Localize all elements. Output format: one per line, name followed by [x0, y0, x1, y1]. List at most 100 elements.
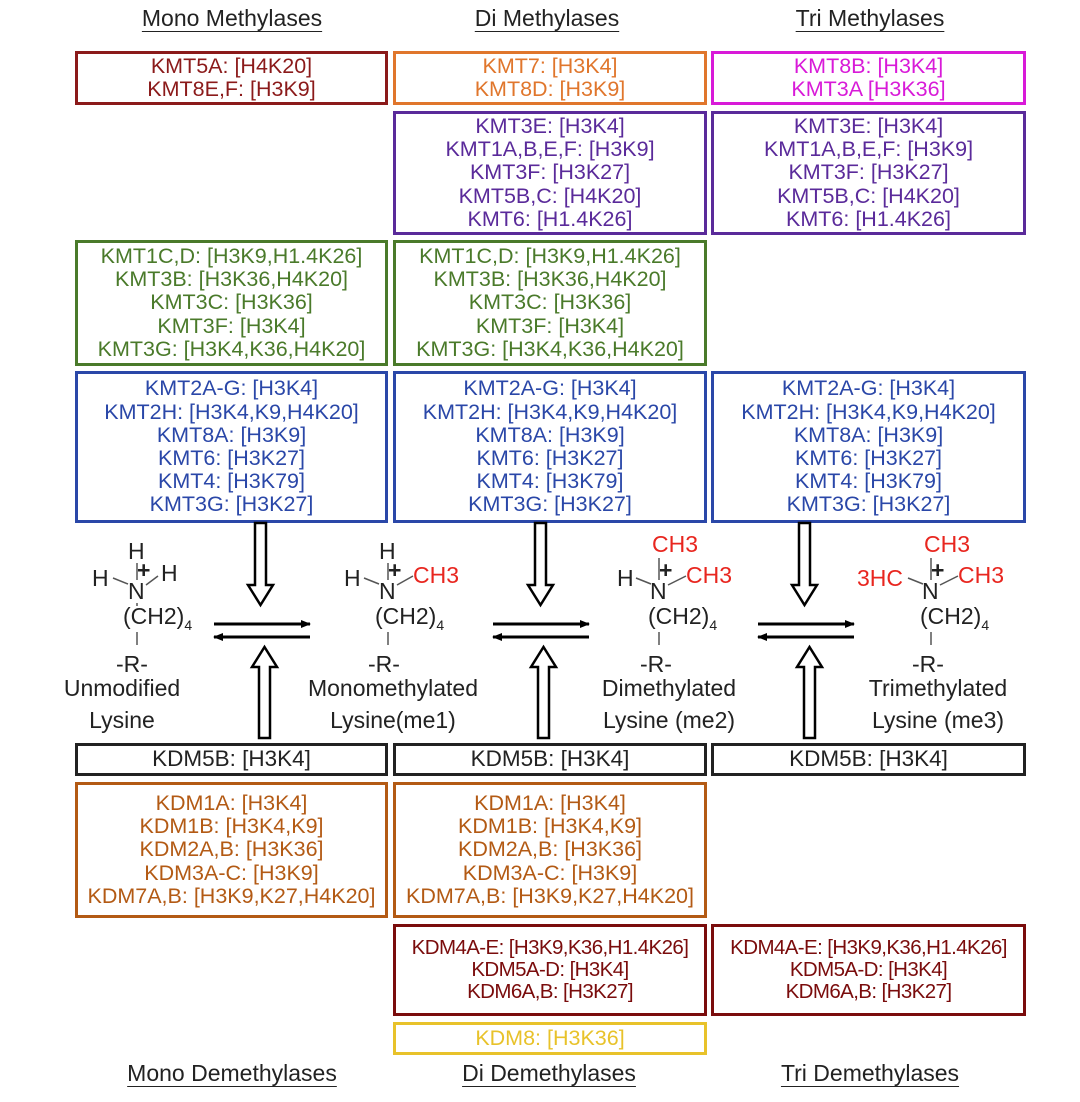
- chain-subscript: 4: [184, 617, 193, 633]
- box-line: KDM6A,B: [H3K27]: [467, 980, 633, 1004]
- box-line: KMT1A,B,E,F: [H3K9]: [445, 137, 655, 162]
- charge-plus: +: [388, 557, 402, 583]
- box-line: KDM8: [H3K36]: [475, 1025, 625, 1050]
- box-line: KDM3A-C: [H3K9]: [462, 860, 638, 885]
- chain-subscript: 4: [981, 617, 990, 633]
- box-di-kmt2: KMT2A-G: [H3K4] KMT2H: [H3K4,K9,H4K20] K…: [393, 371, 707, 523]
- label-trimethylated-lysine: Trimethylated Lysine (me3): [818, 672, 1058, 736]
- box-line: KDM6A,B: [H3K27]: [785, 980, 952, 1004]
- chain: (CH2)4: [648, 603, 718, 633]
- atom-n: N: [128, 578, 145, 604]
- box-line: KMT2A-G: [H3K4]: [781, 376, 956, 401]
- r-group: -R-: [116, 651, 148, 677]
- box-line: KMT3B: [H3K36,H4K20]: [114, 267, 349, 292]
- box-line: KDM7A,B: [H3K9,K27,H4K20]: [87, 883, 376, 908]
- charge-plus: +: [931, 557, 945, 583]
- box-mono-kdm5b: KDM5B: [H3K4]: [75, 743, 388, 776]
- box-mono-kmt1c: KMT1C,D: [H3K9,H1.4K26] KMT3B: [H3K36,H4…: [75, 240, 388, 366]
- box-line: KMT2A-G: [H3K4]: [463, 376, 637, 401]
- box-tri-kmt3e: KMT3E: [H3K4] KMT1A,B,E,F: [H3K9] KMT3F:…: [711, 111, 1026, 235]
- box-line: KMT5B,C: [H4K20]: [777, 183, 960, 208]
- box-line: KMT8A: [H3K9]: [475, 422, 625, 447]
- box-mono-kmt5a: KMT5A: [H4K20] KMT8E,F: [H3K9]: [75, 51, 388, 105]
- box-mono-kmt2: KMT2A-G: [H3K4] KMT2H: [H3K4,K9,H4K20] K…: [75, 371, 388, 523]
- box-line: KMT2H: [H3K4,K9,H4K20]: [422, 399, 678, 424]
- chain: (CH2)4: [920, 603, 990, 633]
- box-line: KMT8A: [H3K9]: [156, 422, 307, 447]
- box-line: KMT2A-G: [H3K4]: [144, 376, 319, 401]
- label-line: Unmodified: [63, 675, 181, 701]
- box-tri-kdm5b: KDM5B: [H3K4]: [711, 743, 1026, 776]
- charge-plus: +: [659, 557, 673, 583]
- header-tri-demethylases: Tri Demethylases: [780, 1060, 960, 1086]
- chain: (CH2)4: [123, 603, 193, 633]
- methyl-ch3: CH3: [413, 562, 460, 588]
- box-line: KMT2H: [H3K4,K9,H4K20]: [104, 399, 359, 424]
- box-di-kdm8: KDM8: [H3K36]: [393, 1022, 707, 1055]
- label-line: Monomethylated: [307, 675, 479, 701]
- box-line: KMT3E: [H3K4]: [475, 113, 625, 138]
- box-line: KMT3F: [H3K27]: [469, 160, 631, 185]
- box-line: KMT7: [H3K4]: [482, 53, 618, 78]
- r-group: -R-: [640, 651, 672, 677]
- box-line: KDM4A-E: [H3K9,K36,H1.4K26]: [411, 935, 689, 959]
- atom-h: H: [344, 565, 361, 591]
- box-line: KMT5B,C: [H4K20]: [458, 183, 642, 208]
- box-line: KDM5A-D: [H3K4]: [789, 957, 948, 981]
- chain-subscript: 4: [709, 617, 718, 633]
- header-mono-demethylases: Mono Demethylases: [127, 1060, 337, 1086]
- box-di-kdm1: KDM1A: [H3K4] KDM1B: [H3K4,K9] KDM2A,B: …: [393, 782, 707, 918]
- atom-h: H: [379, 538, 396, 564]
- box-line: KDM1A: [H3K4]: [474, 790, 626, 815]
- up-arrow-1: [249, 644, 280, 740]
- box-line: KDM2A,B: [H3K36]: [139, 837, 324, 862]
- box-line: KMT3G: [H3K27]: [468, 492, 632, 517]
- box-di-kmt1c: KMT1C,D: [H3K9,H1.4K26] KMT3B: [H3K36,H4…: [393, 240, 707, 366]
- down-arrow-1: [245, 521, 276, 608]
- methyl-h3c: 3HC: [857, 565, 904, 591]
- box-line: KMT6: [H1.4K26]: [786, 206, 951, 231]
- box-line: KMT3G: [H3K4,K36,H4K20]: [416, 336, 684, 361]
- box-line: KDM5B: [H3K4]: [470, 746, 630, 772]
- chain-text: (CH2): [375, 603, 437, 629]
- box-mono-kdm1: KDM1A: [H3K4] KDM1B: [H3K4,K9] KDM2A,B: …: [75, 782, 388, 918]
- box-line: KDM3A-C: [H3K9]: [144, 860, 319, 885]
- box-di-kdm5b: KDM5B: [H3K4]: [393, 743, 707, 776]
- methyl-ch3: CH3: [924, 531, 971, 557]
- box-line: KMT6: [H3K27]: [158, 446, 305, 470]
- box-line: KDM7A,B: [H3K9,K27,H4K20]: [405, 883, 694, 908]
- label-monomethylated-lysine: Monomethylated Lysine(me1): [273, 672, 513, 736]
- box-line: KMT8E,F: [H3K9]: [147, 77, 316, 101]
- r-group: -R-: [368, 651, 400, 677]
- box-line: KMT3F: [H3K4]: [475, 313, 625, 338]
- box-tri-kdm4: KDM4A-E: [H3K9,K36,H1.4K26] KDM5A-D: [H3…: [711, 924, 1026, 1016]
- box-di-kmt7: KMT7: [H3K4] KMT8D: [H3K9]: [393, 51, 707, 105]
- box-line: KMT3G: [H3K4,K36,H4K20]: [97, 336, 366, 361]
- box-line: KMT3G: [H3K27]: [786, 492, 951, 517]
- chain-subscript: 4: [436, 617, 445, 633]
- label-dimethylated-lysine: Dimethylated Lysine (me2): [549, 672, 789, 736]
- box-line: KMT4: [H3K79]: [158, 469, 305, 494]
- r-group: -R-: [912, 651, 944, 677]
- down-arrow-3: [789, 521, 820, 608]
- atom-n: N: [650, 578, 667, 604]
- box-line: KMT3F: [H3K4]: [157, 313, 306, 338]
- label-line: Lysine(me1): [330, 707, 456, 733]
- box-line: KMT1C,D: [H3K9,H1.4K26]: [100, 243, 363, 268]
- box-line: KMT6: [H3K27]: [476, 446, 624, 470]
- up-arrow-3: [794, 644, 825, 740]
- box-line: KDM1A: [H3K4]: [155, 790, 308, 815]
- box-line: KDM5B: [H3K4]: [152, 746, 311, 772]
- label-line: Lysine: [89, 707, 155, 733]
- box-line: KMT1A,B,E,F: [H3K9]: [763, 137, 974, 162]
- box-line: KMT6: [H1.4K26]: [467, 206, 633, 231]
- box-line: KMT6: [H3K27]: [795, 446, 942, 470]
- label-line: Dimethylated: [601, 675, 737, 701]
- label-line: Lysine (me3): [871, 707, 1005, 733]
- box-line: KDM1B: [H3K4,K9]: [139, 814, 324, 839]
- box-tri-kmt2: KMT2A-G: [H3K4] KMT2H: [H3K4,K9,H4K20] K…: [711, 371, 1026, 523]
- chain-text: (CH2): [123, 603, 185, 629]
- box-line: KMT3C: [H3K36]: [468, 290, 632, 315]
- box-di-kmt3e: KMT3E: [H3K4] KMT1A,B,E,F: [H3K9] KMT3F:…: [393, 111, 707, 235]
